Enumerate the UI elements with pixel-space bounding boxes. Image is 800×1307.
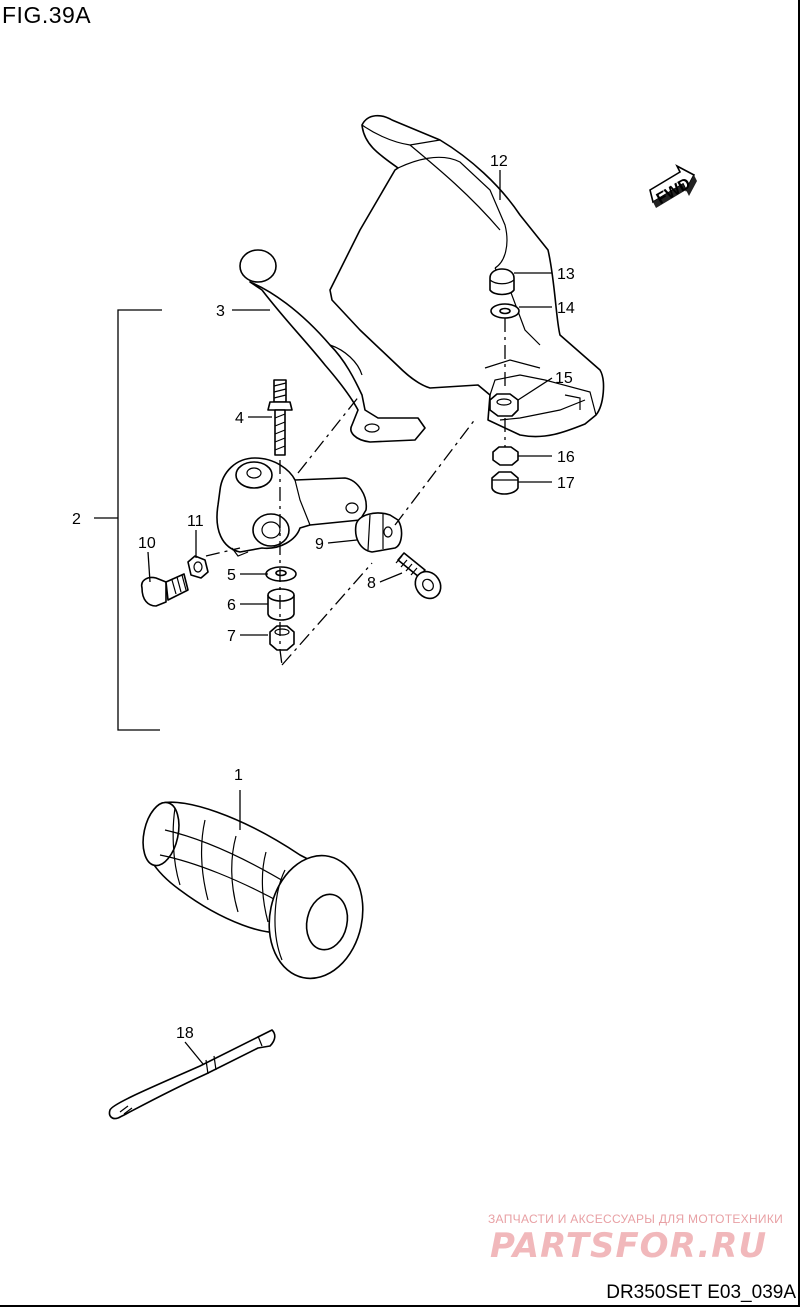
assembly-line-pivot bbox=[279, 460, 283, 666]
assembly-line-lever bbox=[297, 394, 361, 474]
leader-lines bbox=[147, 170, 553, 1065]
callout-16: 16 bbox=[557, 449, 575, 466]
nut-16 bbox=[492, 446, 519, 466]
callout-11: 11 bbox=[187, 513, 204, 530]
figure-title: FIG.39A bbox=[2, 2, 92, 28]
callout-10: 10 bbox=[138, 535, 156, 552]
callout-12: 12 bbox=[490, 153, 508, 170]
clutch-lever bbox=[239, 249, 426, 443]
callout-8: 8 bbox=[367, 575, 376, 592]
clamp-bolt-10 bbox=[140, 573, 189, 607]
cap-nut-17 bbox=[491, 471, 519, 495]
callout-18: 18 bbox=[176, 1025, 194, 1042]
callout-4: 4 bbox=[235, 410, 244, 427]
nut-15 bbox=[489, 393, 519, 417]
callout-7: 7 bbox=[227, 628, 236, 645]
watermark-tagline: ЗАПЧАСТИ И АКСЕССУАРЫ ДЛЯ МОТОТЕХНИКИ bbox=[488, 1212, 784, 1226]
assembly-line-clamp bbox=[205, 547, 241, 557]
callout-13: 13 bbox=[557, 266, 575, 283]
callout-17: 17 bbox=[557, 475, 575, 492]
callout-labels: 1 2 3 4 5 6 7 8 9 10 11 12 13 14 15 16 1… bbox=[72, 153, 575, 1042]
adjuster-bolt-8 bbox=[395, 552, 442, 600]
callout-6: 6 bbox=[227, 597, 236, 614]
washer-11 bbox=[187, 555, 209, 579]
assembly-line-adjuster bbox=[394, 417, 477, 526]
callout-1: 1 bbox=[234, 767, 243, 784]
washer-5 bbox=[265, 566, 297, 582]
callout-9: 9 bbox=[315, 536, 324, 553]
assembly-line-nut bbox=[281, 562, 373, 666]
collar-6 bbox=[267, 588, 295, 621]
fwd-arrow-icon: FWD bbox=[649, 164, 697, 208]
callout-5: 5 bbox=[227, 567, 236, 584]
cap-nut-13 bbox=[489, 268, 515, 296]
group-bracket-2 bbox=[117, 309, 162, 731]
cable-adjuster-9 bbox=[354, 512, 403, 553]
callout-15: 15 bbox=[555, 370, 573, 387]
callout-14: 14 bbox=[557, 300, 575, 317]
watermark-logo: PARTSFOR.RU bbox=[490, 1226, 768, 1266]
drawing-code: DR350SET E03_039A bbox=[606, 1282, 796, 1303]
hand-guard bbox=[329, 114, 605, 438]
handlebar-grip bbox=[142, 801, 364, 980]
washer-14 bbox=[490, 303, 520, 319]
nut-7 bbox=[269, 625, 295, 651]
cable-tie-18 bbox=[108, 1029, 276, 1120]
callout-2: 2 bbox=[72, 511, 81, 528]
callout-3: 3 bbox=[216, 303, 225, 320]
pivot-bolt-4 bbox=[267, 379, 293, 456]
